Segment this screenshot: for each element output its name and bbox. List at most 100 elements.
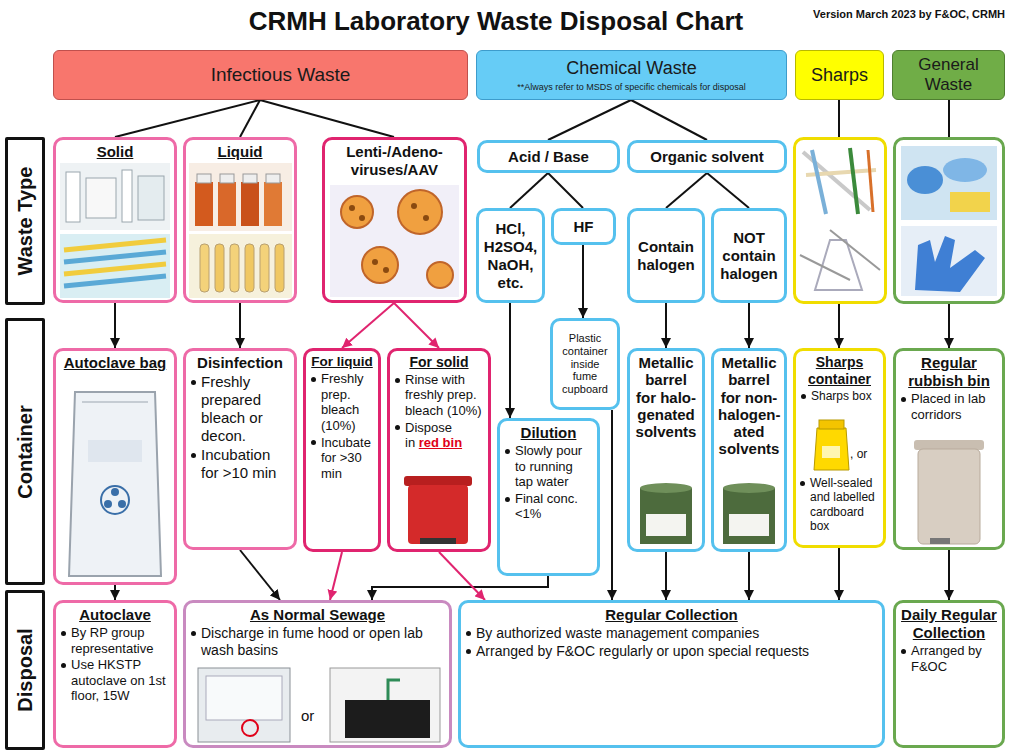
- waste-type-box: Liquid: [183, 137, 297, 303]
- node-text: Disinfection: [190, 354, 290, 372]
- node-text: Incubation for >10 min: [190, 446, 290, 482]
- virus-illustration: [330, 185, 459, 297]
- node-text: Slowly pour to running tap water: [504, 443, 593, 490]
- container-box: Plastic container inside fume cupboard: [550, 318, 620, 410]
- flow-arrow: [330, 552, 342, 600]
- container-box: Regular rubbish binPlaced in lab corrido…: [893, 348, 1005, 550]
- flow-arrow: [342, 303, 394, 348]
- node-text: Liquid: [190, 143, 290, 161]
- flow-arrow: [115, 100, 260, 137]
- node-text: Sharps box: [800, 389, 879, 403]
- red-bin-photo: [404, 476, 472, 544]
- flow-arrow: [240, 550, 280, 600]
- flow-arrow: [707, 173, 749, 208]
- node-text: By authorized waste management companies: [465, 625, 878, 642]
- waste-type-box: Solid: [53, 137, 177, 303]
- text-line: Dispose inred bin: [394, 420, 484, 451]
- node-text: Placed in lab corridors: [900, 391, 998, 422]
- waste-type-box: NOT contain halogen: [711, 208, 787, 303]
- node-text: Autoclave: [60, 606, 170, 624]
- flow-arrow: [665, 303, 667, 348]
- flow-arrow: [631, 100, 707, 140]
- flow-arrow: [838, 548, 840, 600]
- waste-type-box: Lenti-/Adeno-viruses/AAV: [322, 137, 467, 303]
- node-text: Contain halogen: [634, 238, 698, 274]
- node-text: Plastic container inside fume cupboard: [557, 332, 613, 395]
- node-text: Chemical Waste: [566, 58, 696, 79]
- sharps-photo-box: [795, 139, 886, 303]
- disposal-box: Daily Regular CollectionArranged by F&OC: [893, 600, 1005, 748]
- node-text: Infectious Waste: [211, 64, 351, 86]
- waste-type-box: Organic solvent: [627, 140, 787, 173]
- disposal-box: Regular CollectionBy authorized waste ma…: [458, 600, 885, 748]
- node-text: Arranged by F&OC: [900, 643, 998, 674]
- node-text: Arranged by F&OC regularly or upon speci…: [465, 643, 878, 660]
- container-box: DilutionSlowly pour to running tap water…: [497, 418, 600, 576]
- node-text: Incubate for >30 min: [310, 435, 374, 482]
- row-label: Disposal: [5, 590, 45, 750]
- node-text: HCl, H2SO4, NaOH, etc.: [483, 220, 538, 292]
- flow-arrow: [611, 410, 613, 600]
- node-text: Lenti-/Adeno-viruses/AAV: [329, 143, 460, 179]
- general-waste-photo-box: [895, 139, 1004, 303]
- node-text: Freshly prep. bleach (10%): [310, 371, 374, 433]
- node-text: Sharps container: [800, 354, 879, 388]
- node-text: By RP group representative: [60, 625, 170, 656]
- flow-arrow: [748, 303, 750, 348]
- flow-arrow: [240, 100, 260, 137]
- node-text: Acid / Base: [508, 148, 589, 166]
- disposal-box: AutoclaveBy RP group representativeUse H…: [53, 600, 177, 748]
- node-text: Freshly prepared bleach or decon.: [190, 373, 290, 445]
- flow-arrow: [114, 585, 116, 600]
- node-text: Container: [14, 405, 37, 498]
- category-header: General Waste: [892, 50, 1005, 100]
- node-text: Waste Type: [14, 167, 37, 276]
- row-label: Container: [5, 318, 45, 585]
- flow-arrow: [260, 100, 394, 137]
- flow-arrow: [548, 100, 631, 140]
- waste-type-box: HF: [551, 208, 616, 245]
- node-text: Disposal: [14, 628, 37, 711]
- node-text: Well-sealed and labelled cardboard box: [799, 476, 880, 534]
- flow-arrow: [665, 552, 667, 600]
- node-text: Sharps: [811, 65, 868, 86]
- container-box: DisinfectionFreshly prepared bleach or d…: [183, 348, 297, 550]
- node-text: For liquid: [310, 354, 374, 370]
- fume-hood-photo: [198, 668, 290, 742]
- container-box: Autoclave bag: [53, 348, 177, 585]
- node-text: Final conc. <1%: [504, 491, 593, 522]
- container-box: For solidRinse with freshly prep. bleach…: [387, 348, 491, 552]
- node-text: Metallic barrel for halo-genated solvent…: [634, 354, 698, 440]
- flow-arrow: [509, 303, 511, 418]
- node-text: Organic solvent: [650, 148, 763, 166]
- node-text: General Waste: [893, 55, 1004, 94]
- category-header: Infectious Waste: [53, 50, 468, 100]
- waste-type-box: HCl, H2SO4, NaOH, etc.: [476, 208, 545, 303]
- disposal-box: As Normal SewageDischarge in fume hood o…: [183, 600, 452, 748]
- flow-arrow: [394, 303, 439, 348]
- flow-arrow: [748, 552, 750, 600]
- node-text: As Normal Sewage: [190, 606, 445, 624]
- node-text: HF: [574, 218, 594, 236]
- node-text: Use HKSTP autoclave on 1st floor, 15W: [60, 657, 170, 704]
- row-label: Waste Type: [5, 137, 45, 305]
- node-text: **Always refer to MSDS of specific chemi…: [517, 82, 746, 92]
- node-text: Solid: [60, 143, 170, 161]
- rubbish-bin-photo: [914, 440, 984, 544]
- node-text: NOT contain halogen: [718, 229, 780, 283]
- flow-arrow: [114, 303, 116, 348]
- node-text: red bin: [419, 435, 462, 450]
- container-box: For liquidFreshly prep. bleach (10%)Incu…: [303, 348, 381, 552]
- liquid-waste-photo: [189, 163, 292, 298]
- node-text: Autoclave bag: [60, 354, 170, 372]
- flow-arrow: [439, 552, 485, 600]
- node-text: , or: [850, 447, 867, 461]
- flow-arrow: [239, 303, 241, 348]
- node-text: Daily Regular Collection: [900, 606, 998, 642]
- node-text: or: [301, 707, 314, 725]
- flow-arrow: [582, 245, 584, 318]
- sharps-box-photo: [814, 420, 849, 470]
- node-text: Regular Collection: [465, 606, 878, 624]
- flow-arrow: [372, 576, 548, 600]
- waste-type-box: Acid / Base: [477, 140, 620, 173]
